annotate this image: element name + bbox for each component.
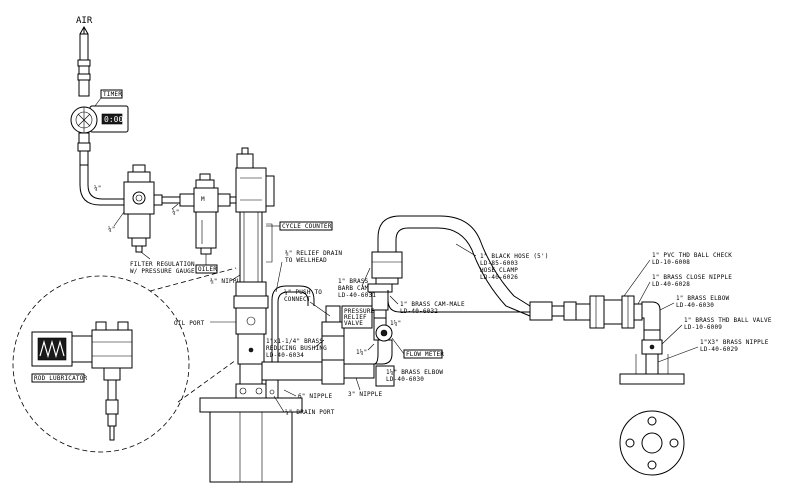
pump-column [233,147,275,399]
rod-lubricator-label: ROD LUBRICATOR [34,375,88,382]
ball-check-assembly [575,295,685,385]
push-to-connect-label-1: ¼" PUSH TO [284,289,322,296]
barb-cam-label-3: LD-40-6031 [338,292,376,299]
oil-port-label: OIL PORT [174,320,205,327]
pressure-relief-label-3: VALVE [344,320,363,327]
pvc-ball-check-label-2: LD-10-6008 [652,259,690,266]
reducing-bushing-label-3: LD-40-6034 [266,352,304,359]
black-hose-label-3: HOSE CLAMP [480,267,518,274]
pressure-relief-label-box [341,305,373,329]
ball-valve-label-1: 1" BRASS THD BALL VALVE [684,317,772,324]
filter-regulator [123,164,163,253]
pvc-ball-check-label-1: 1" PVC THD BALL CHECK [652,252,732,259]
quarter-inch-label-2: ¼" [108,226,116,233]
six-inch-nipple-label: 6" NIPPLE [298,393,332,400]
oiler-label: OILER [198,266,217,273]
cam-male-label-1: 1" BRASS CAM-MALE [400,301,465,308]
brass-nipple-label-2: LD-40-6029 [700,346,738,353]
air-supply-line: AIR [76,16,93,97]
quarter-inch-label-3: ¼" [172,209,180,216]
filter-regulation-label-1: FILTER REGULATION [130,261,195,268]
one-quarter-label-2: 1¼" [356,349,367,356]
one-quarter-label-1: 1¼" [390,320,401,327]
timer-label-box [100,89,123,99]
close-nipple-label-2: LD-40-6028 [652,281,690,288]
flow-meter-label: FLOW METER [406,351,444,358]
rod-lubricator-label-box [31,373,85,383]
brass-elbow-114-label-2: LD-40-6030 [386,376,424,383]
air-label: AIR [76,16,93,26]
nipple-3-8-label: ⅜" NIPPLE [210,278,244,285]
timer-display: 0:00 [104,115,123,124]
rod-lubricator-detail [12,267,237,453]
barb-cam-label-2: BARB CAM [338,285,369,292]
oiler: M [193,173,231,255]
barb-cam-fitting [371,251,403,285]
ball-valve-label-2: LD-10-6009 [684,324,722,331]
black-hose-label-4: LD-40-6026 [480,274,518,281]
oiler-label-box [195,264,218,274]
drain-port-label: ¼" DRAIN PORT [285,409,335,416]
black-hose-label-2: LD-85-6003 [480,260,518,267]
brass-elbow-1-label-1: 1" BRASS ELBOW [676,295,730,302]
cam-male-label-2: LD-40-6032 [400,308,438,315]
relief-drain-label-1: ⅜" RELIEF DRAIN [285,250,342,257]
tee-piping [261,305,395,399]
pressure-relief-label-2: RELIEF [344,314,367,321]
timer-unit: 0:00 TIMER [70,89,129,166]
barb-cam-label-1: 1" BRASS [338,278,369,285]
wellhead-base [199,397,303,483]
flange-bolt-circle [619,410,685,476]
push-to-connect-label-2: CONNECT [284,296,311,303]
filter-regulation-label-2: W/ PRESSURE GAUGE [130,268,195,275]
reducing-bushing-label-1: 1"x1-1/4" BRASS [266,338,323,345]
cycle-counter-label: CYCLE COUNTER [282,223,332,230]
svg-text:M: M [201,196,205,203]
flow-meter [375,324,393,342]
timer-label: TIMER [103,91,122,98]
reducing-bushing-label-2: REDUCING BUSHING [266,345,327,352]
three-inch-nipple-label: 3" NIPPLE [348,391,382,398]
close-nipple-label-1: 1" BRASS CLOSE NIPPLE [652,274,732,281]
brass-elbow-114-label-1: 1¼" BRASS ELBOW [386,369,443,376]
brass-nipple-label-1: 1"X3" BRASS NIPPLE [700,339,769,346]
relief-drain-label-2: TO WELLHEAD [285,257,327,264]
cam-male-fitting [529,301,577,321]
quarter-inch-label-1: ¼" [94,185,102,192]
black-hose-label-1: 1" BLACK HOSE (5') [480,253,549,260]
brass-elbow-1-label-2: LD-40-6030 [676,302,714,309]
pressure-relief-label-1: PRESSURE [344,308,375,315]
